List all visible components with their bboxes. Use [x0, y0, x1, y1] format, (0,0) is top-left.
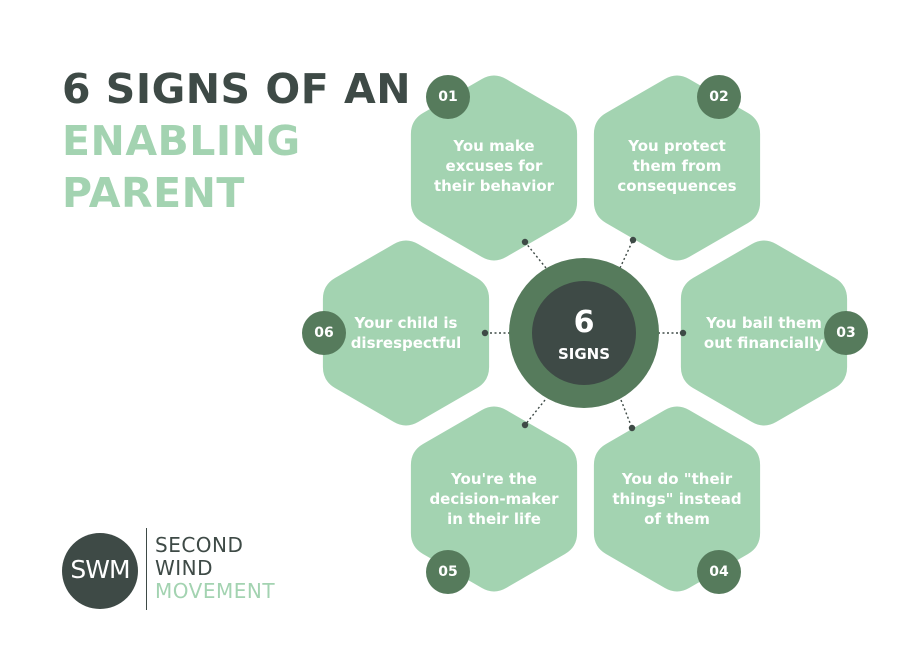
logo-divider — [146, 528, 147, 610]
connector-dot-06 — [481, 329, 489, 337]
page-title: 6 SIGNS OF AN ENABLING PARENT — [62, 63, 411, 219]
hexagon-06 — [322, 240, 490, 426]
hexagon-02 — [593, 75, 761, 261]
sign-02-badge: 02 — [697, 75, 741, 119]
center-label: SIGNS — [557, 345, 611, 363]
connector-04 — [620, 399, 633, 429]
logo-mark-text: SWM — [70, 555, 130, 584]
center-number: 6 — [573, 305, 595, 340]
connector-dot-04 — [628, 424, 636, 432]
connector-05 — [524, 399, 546, 426]
connector-dot-03 — [679, 329, 687, 337]
title-line-2: ENABLING — [62, 117, 301, 165]
sign-02-text: You protect them from consequences — [617, 137, 737, 195]
connector-dot-05 — [521, 421, 529, 429]
hexagon-05 — [410, 406, 578, 592]
sign-05-badge: 05 — [426, 550, 470, 594]
title-line-1: 6 SIGNS OF AN — [62, 65, 412, 113]
sign-04-badge: 04 — [697, 550, 741, 594]
hexagon-01 — [410, 75, 578, 261]
sign-05-text: You're the decision-maker in their life — [429, 470, 559, 528]
hexagon-04 — [593, 406, 761, 592]
logo-icon: SWM — [62, 533, 138, 609]
sign-06-text: Your child is disrespectful — [350, 314, 462, 352]
hexagon-03 — [680, 240, 848, 426]
connector-02 — [619, 239, 634, 269]
logo-line-3: MOVEMENT — [155, 579, 276, 603]
connector-dot-02 — [629, 236, 637, 244]
connector-dot-01 — [521, 238, 529, 246]
sign-06-badge: 06 — [302, 311, 346, 355]
logo-text: SECOND WIND MOVEMENT — [155, 534, 275, 603]
sign-01-text: You make excuses for their behavior — [433, 137, 555, 195]
sign-03-badge: 03 — [824, 311, 868, 355]
connector-01 — [524, 241, 547, 269]
center-inner-circle — [532, 281, 636, 385]
sign-04-text: You do "their things" instead of them — [612, 470, 742, 528]
logo-line-2: WIND — [155, 556, 214, 580]
sign-03-text: You bail them out financially — [703, 314, 825, 352]
title-line-3: PARENT — [62, 169, 245, 217]
sign-01-badge: 01 — [426, 75, 470, 119]
logo-line-1: SECOND — [155, 533, 244, 557]
